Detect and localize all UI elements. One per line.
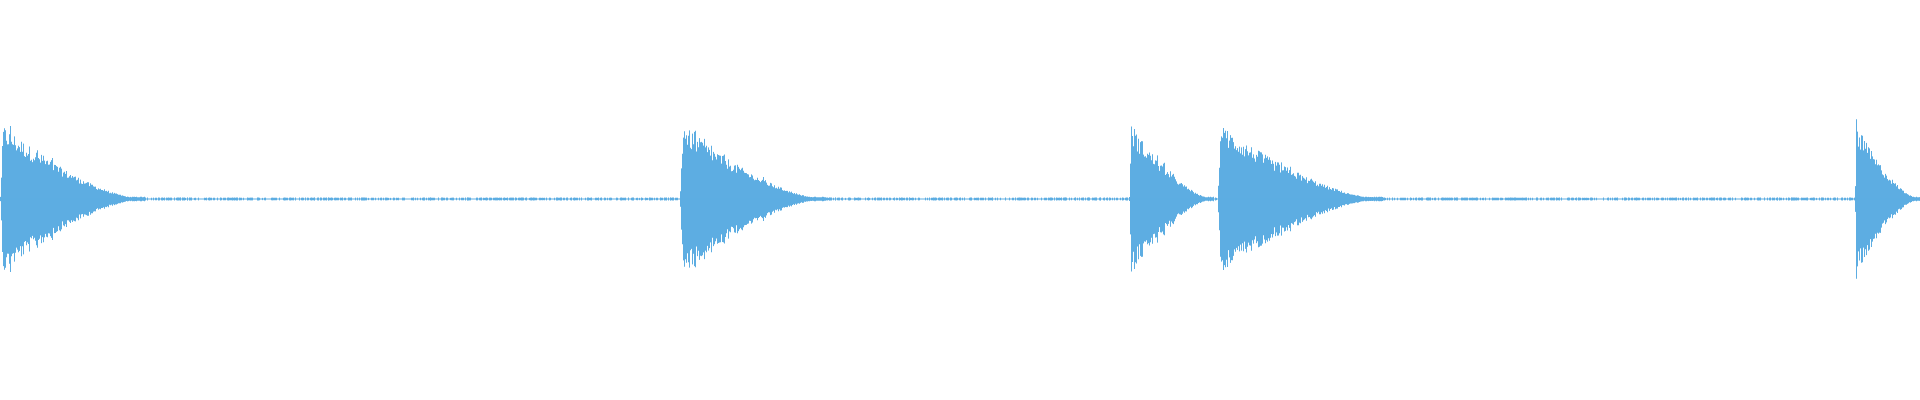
waveform-bars [0,119,1920,279]
